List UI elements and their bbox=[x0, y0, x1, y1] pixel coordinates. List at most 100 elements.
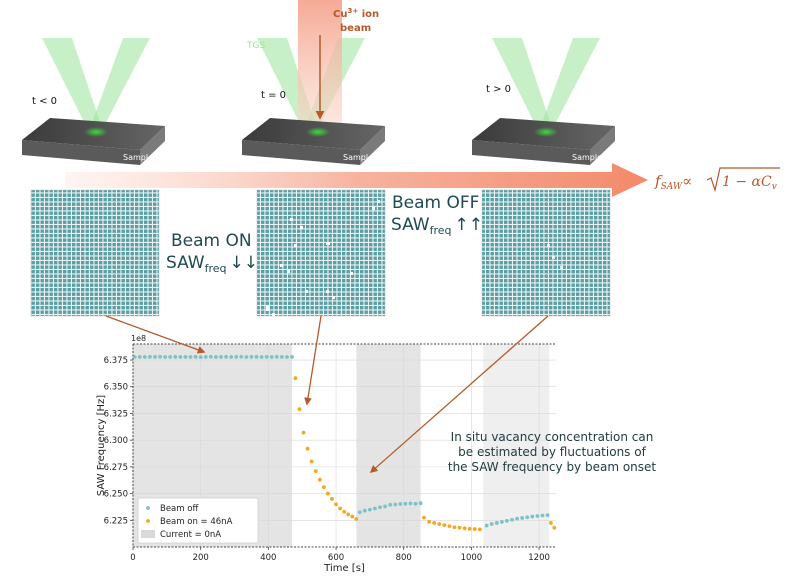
data-point bbox=[515, 516, 519, 521]
legend-marker bbox=[146, 506, 150, 510]
data-point bbox=[354, 517, 359, 521]
data-point bbox=[462, 526, 467, 531]
shaded-region bbox=[356, 344, 421, 547]
data-point bbox=[274, 354, 279, 359]
svg-text:SAWfreq↑↑: SAWfreq↑↑ bbox=[391, 215, 483, 237]
data-point bbox=[367, 507, 372, 512]
x-tick-label: 200 bbox=[193, 553, 209, 563]
data-point bbox=[229, 355, 234, 359]
svg-text:Beam ON: Beam ON bbox=[171, 231, 252, 251]
time-label: t < 0 bbox=[32, 96, 57, 107]
data-point bbox=[437, 522, 442, 526]
pointer-arrows bbox=[105, 315, 549, 474]
pointer-arrow-2 bbox=[304, 315, 322, 406]
svg-text:be estimated by fluctuations o: be estimated by fluctuations of bbox=[458, 445, 646, 459]
data-point bbox=[153, 355, 157, 359]
data-point bbox=[520, 516, 525, 520]
data-point bbox=[301, 430, 306, 435]
y-tick-label: 6.350 bbox=[104, 383, 128, 393]
data-point bbox=[158, 354, 162, 359]
time-label: t = 0 bbox=[261, 90, 286, 101]
tgs-beam-left bbox=[492, 38, 552, 130]
data-point bbox=[357, 510, 362, 515]
formula-rhs: 1 − αCv bbox=[722, 174, 777, 192]
sample-label: Sample bbox=[123, 153, 153, 162]
data-point bbox=[178, 355, 183, 359]
sqrt-symbol bbox=[706, 167, 780, 193]
data-point bbox=[173, 354, 178, 359]
tgs-beam-right bbox=[540, 38, 600, 130]
stage-3: t > 0 Sample bbox=[472, 38, 615, 165]
data-point bbox=[269, 355, 274, 359]
data-point bbox=[413, 501, 418, 506]
data-point bbox=[408, 501, 413, 506]
pointer-arrow-3 bbox=[369, 315, 549, 474]
tgs-beam-left bbox=[42, 38, 102, 130]
data-point bbox=[163, 355, 168, 359]
data-point bbox=[388, 502, 393, 507]
data-point bbox=[530, 514, 535, 519]
legend-label: Current = 0nA bbox=[160, 530, 221, 540]
data-point bbox=[467, 526, 472, 531]
ion-beam-label-line2: beam bbox=[340, 23, 371, 34]
sample-label: Sample bbox=[572, 153, 602, 162]
data-point bbox=[338, 506, 343, 511]
data-point bbox=[259, 355, 264, 359]
y-tick-label: 6.300 bbox=[104, 436, 128, 446]
data-point bbox=[293, 376, 298, 381]
x-tick-label: 600 bbox=[328, 553, 344, 563]
y-tick-label: 6.275 bbox=[104, 463, 128, 473]
x-tick-label: 400 bbox=[260, 553, 276, 563]
svg-text:In situ vacancy concentration: In situ vacancy concentration can bbox=[451, 430, 654, 444]
data-point bbox=[285, 355, 289, 359]
formula: fSAW∝ 1 − αCv bbox=[654, 167, 780, 193]
data-point bbox=[510, 517, 514, 522]
laser-spot bbox=[84, 127, 108, 137]
y-tick-label: 6.325 bbox=[104, 409, 128, 419]
process-arrow bbox=[65, 163, 648, 197]
data-point bbox=[309, 459, 314, 464]
data-point bbox=[137, 355, 142, 359]
data-point bbox=[549, 521, 553, 525]
data-point bbox=[168, 355, 173, 359]
data-point bbox=[305, 446, 310, 451]
data-point bbox=[234, 355, 239, 359]
ion-beam-label: Cu3+ ion bbox=[333, 7, 379, 20]
offset-label: 1e8 bbox=[131, 334, 146, 343]
data-point bbox=[398, 502, 403, 506]
data-point bbox=[545, 513, 550, 518]
lattice-image-3 bbox=[481, 189, 611, 317]
data-point bbox=[198, 355, 203, 360]
data-point bbox=[432, 521, 437, 525]
stage-1: t < 0 Sample bbox=[22, 38, 165, 165]
data-point bbox=[540, 513, 545, 518]
data-point bbox=[132, 355, 137, 359]
formula-lhs: fSAW∝ bbox=[654, 172, 692, 192]
beam-off-label: Beam OFF SAWfreq↑↑ bbox=[391, 193, 483, 237]
x-tick-label: 1000 bbox=[461, 553, 483, 563]
data-point bbox=[249, 355, 254, 359]
data-point bbox=[418, 501, 423, 506]
data-point bbox=[447, 524, 452, 529]
stage-2: TGS Cu3+ ion beam t = 0 Sample bbox=[242, 0, 385, 165]
data-point bbox=[535, 514, 540, 518]
data-point bbox=[477, 527, 482, 532]
y-tick-label: 6.225 bbox=[104, 516, 128, 526]
data-point bbox=[188, 355, 193, 359]
data-point bbox=[203, 355, 208, 359]
x-tick-label: 1200 bbox=[528, 553, 550, 563]
y-tick-label: 6.375 bbox=[104, 356, 128, 366]
data-point bbox=[290, 355, 294, 359]
data-point bbox=[494, 521, 499, 525]
data-point bbox=[193, 354, 198, 359]
x-axis-label: Time [s] bbox=[323, 563, 365, 574]
pointer-arrow-1 bbox=[105, 315, 206, 354]
data-point bbox=[489, 522, 494, 526]
data-point bbox=[362, 508, 367, 513]
data-point bbox=[279, 355, 284, 359]
data-point bbox=[264, 355, 269, 359]
data-point bbox=[422, 515, 426, 520]
legend-label: Beam off bbox=[160, 504, 199, 514]
